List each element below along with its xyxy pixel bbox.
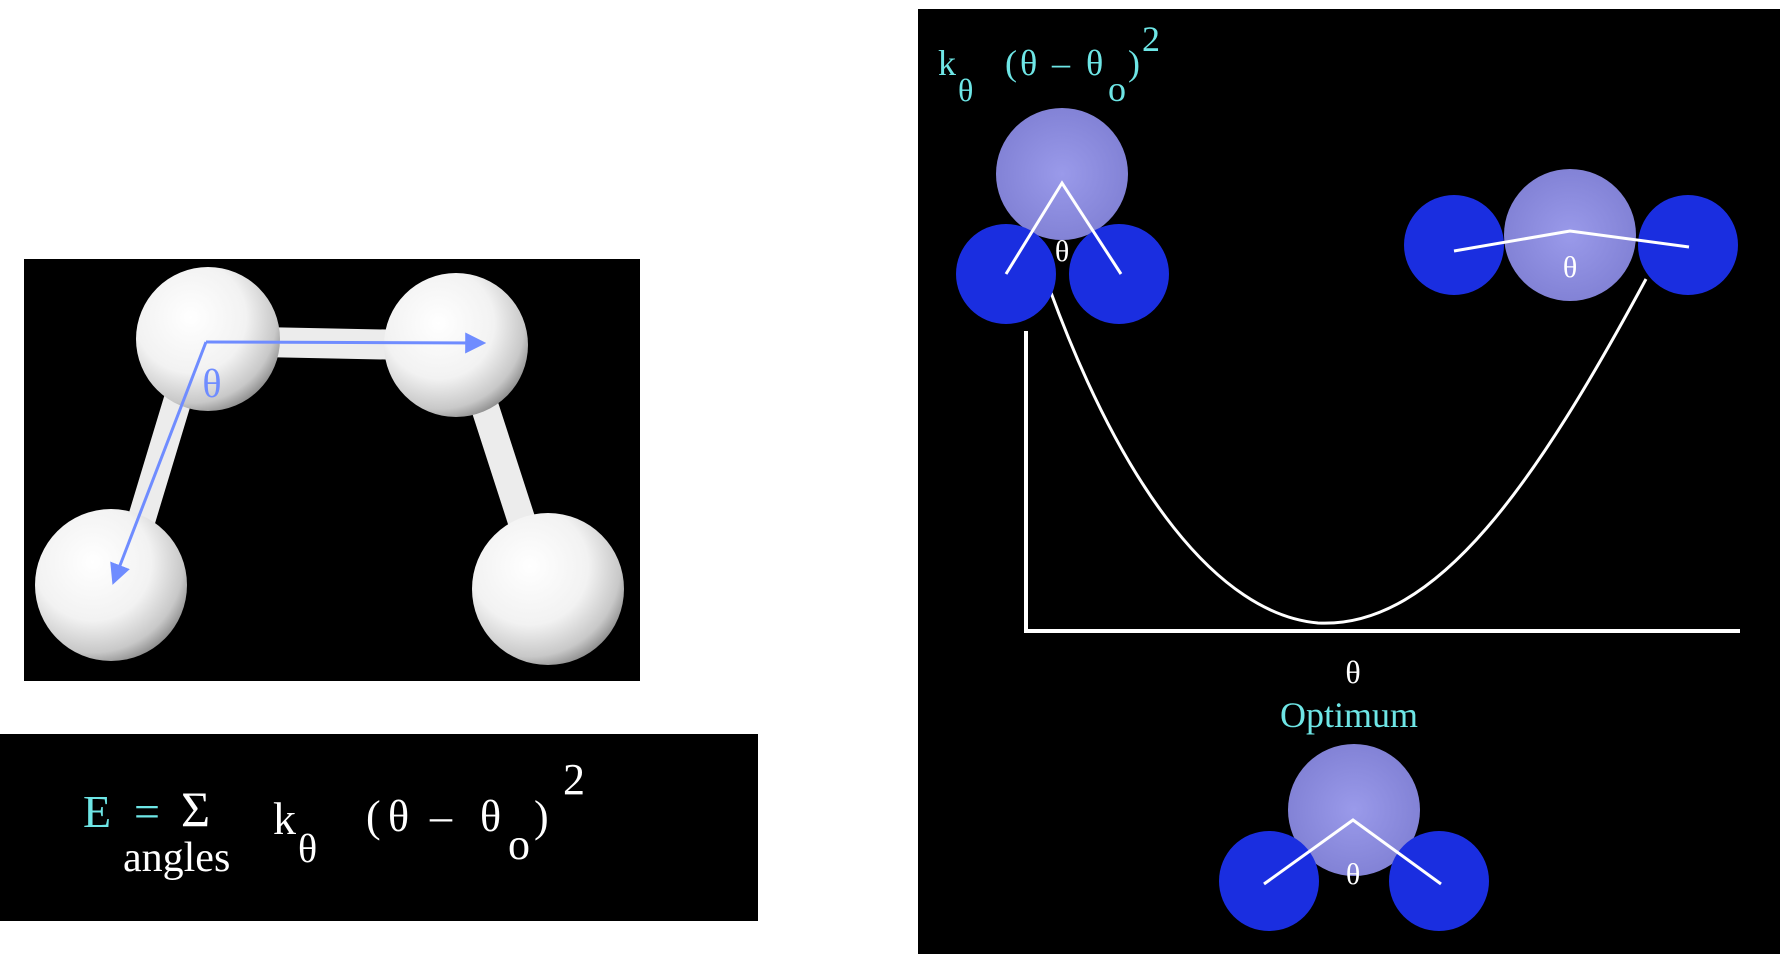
equation-minus: – [429, 792, 453, 841]
energy-curve [1048, 278, 1648, 625]
equation-close-paren: ) [534, 792, 549, 841]
molecule-theta-label: θ [202, 361, 221, 406]
optimum-water-molecule: θ [1219, 744, 1489, 931]
equation-box: E = Σ k θ ( θ – θ o ) 2 angles [0, 734, 758, 921]
angle-arrow-bond-1 [110, 341, 208, 585]
formula-k: k [938, 43, 956, 83]
energy-svg: k θ ( θ – θ o ) 2 θ θ [938, 19, 1740, 931]
equation-sum-symbol: Σ [181, 781, 210, 837]
formula-minus: – [1051, 43, 1071, 83]
energy-curve-diagram: k θ ( θ – θ o ) 2 θ θ [918, 9, 1780, 954]
atom-top-right [384, 273, 528, 417]
formula-exponent: 2 [1142, 19, 1160, 59]
formula-k-subscript: θ [958, 72, 973, 108]
left-angle-lines [1004, 180, 1123, 275]
equation-svg: E = Σ k θ ( θ – θ o ) 2 angles [83, 755, 585, 881]
equation-open-paren: ( [366, 792, 381, 841]
left-theta-label: θ [1055, 235, 1069, 268]
equation-theta-o: θ [480, 792, 501, 841]
formula-theta-o-subscript: o [1108, 69, 1126, 109]
formula-theta: θ [1020, 43, 1037, 83]
right-water-molecule: θ [1404, 169, 1738, 301]
left-central-atom [996, 108, 1128, 240]
right-angle-lines [1453, 229, 1690, 253]
equation-sum-subscript: angles [123, 835, 230, 881]
equation-theta-o-subscript: o [508, 820, 530, 869]
equation-k-subscript: θ [298, 826, 317, 871]
optimum-angle-lines [1263, 818, 1442, 886]
equation-theta: θ [388, 792, 409, 841]
atom-bottom-right [472, 513, 624, 665]
formula-theta-o: θ [1086, 43, 1103, 83]
molecule-diagram: θ [24, 259, 640, 681]
angle-arrow-bond-2 [205, 332, 487, 354]
x-axis-theta-label: θ [1345, 654, 1360, 690]
equation-E: E [83, 786, 111, 837]
atom-top-left [136, 267, 280, 411]
right-blue-atom-2 [1638, 195, 1738, 295]
formula-close-paren: ) [1128, 43, 1140, 83]
atom-bottom-left [35, 509, 187, 661]
optimum-label: Optimum [1280, 695, 1418, 735]
molecule-svg: θ [35, 267, 624, 665]
optimum-theta-label: θ [1346, 858, 1360, 891]
energy-formula: k θ ( θ – θ o ) 2 [938, 19, 1160, 109]
right-theta-label: θ [1563, 251, 1577, 284]
formula-open-paren: ( [1005, 43, 1017, 83]
equation-exponent: 2 [563, 755, 585, 804]
equation-equals: = [134, 786, 160, 837]
right-blue-atom-1 [1404, 195, 1504, 295]
equation-k: k [273, 793, 296, 844]
left-water-molecule: θ [956, 108, 1169, 324]
left-blue-atom-2 [1069, 224, 1169, 324]
right-central-atom [1504, 169, 1636, 301]
